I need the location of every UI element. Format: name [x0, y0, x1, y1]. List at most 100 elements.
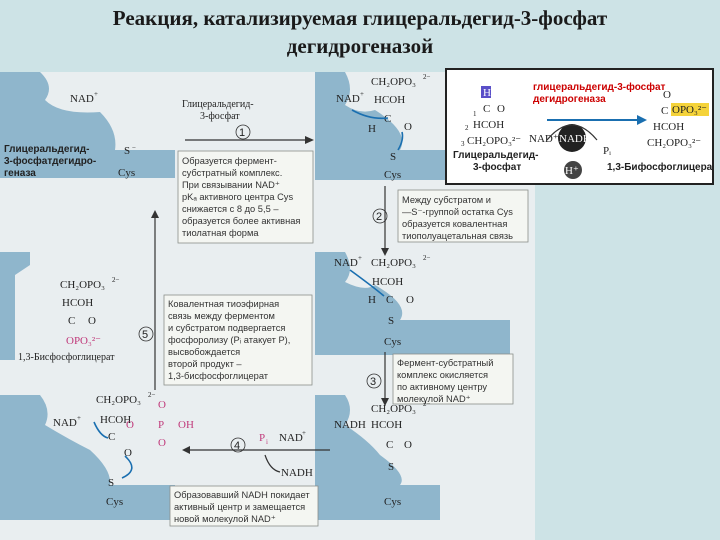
step-3-number: 3	[370, 376, 376, 388]
step-5-number: 5	[142, 329, 148, 341]
nadh-4: NADH	[281, 467, 313, 479]
h-b: H	[368, 123, 376, 135]
nad-charge-a: +	[94, 90, 98, 98]
title-line-1: Реакция, катализируемая глицеральдегид-3…	[112, 6, 608, 30]
arrow-step-3-head	[381, 398, 389, 406]
thiol-arrow-b	[397, 131, 404, 151]
c-product: C	[68, 315, 75, 327]
c-e: C	[108, 431, 115, 443]
hydride-arrow-b	[351, 109, 389, 120]
inset-nad: NAD⁺	[529, 133, 559, 145]
ch2opo3-e: CH₂OPO₃	[96, 394, 141, 406]
box5-line: высвобождается	[168, 347, 240, 357]
nad-label-c: NAD	[334, 257, 358, 269]
arrow-step-5-head	[151, 210, 159, 218]
box3-line: молекулой NAD⁺	[397, 394, 471, 404]
box3-line: Фермент-субстратный	[397, 358, 493, 368]
ch2opo3-charge-e: 2−	[148, 391, 156, 399]
substrate-label-line-1: Глицеральдегид-	[182, 99, 254, 110]
nadh-release-arrow	[264, 454, 281, 473]
box1-line: При связывании NAD⁺	[182, 180, 280, 190]
o-e-link: O	[126, 419, 134, 431]
title-line-2: дегидрогеназой	[286, 34, 434, 58]
cys-label-a: Cys	[118, 167, 135, 179]
inset-ch2opo3-1: CH₂OPO₃²⁻	[467, 135, 521, 147]
s-label-c: S	[388, 315, 394, 327]
substrate-label-line-2: 3-фосфат	[200, 111, 240, 122]
cys-label-b: Cys	[384, 169, 401, 181]
ch2opo3-charge-c: 2−	[423, 254, 431, 262]
inset-opo3: OPO₃²⁻	[672, 104, 707, 116]
box2-line: образуется ковалентная	[402, 219, 507, 229]
nad-label-b: NAD	[336, 93, 360, 105]
s-label-b: S	[390, 151, 396, 163]
box1-line: образуется более активная	[182, 216, 300, 226]
s-charge-a: −	[132, 144, 136, 152]
nad-charge-c: +	[358, 254, 362, 262]
opo3-product: OPO₃²⁻	[66, 335, 101, 347]
inset-pi: Pᵢ	[603, 145, 611, 157]
inset-h: H	[483, 87, 491, 99]
info-box-step-1	[177, 150, 314, 244]
step-3-circle	[366, 373, 382, 389]
nad-label-a: NAD	[70, 93, 94, 105]
s-label-e: S	[108, 477, 114, 489]
o-product: O	[88, 315, 96, 327]
box5-line: Ковалентная тиоэфирная	[168, 299, 279, 309]
c-c: C	[386, 294, 393, 306]
enzyme-label-line-3: геназа	[4, 168, 36, 179]
nad-charge-b: +	[360, 90, 364, 98]
hcoh-e: HCOH	[100, 414, 131, 426]
summary-inset: H C O 1 HCOH 2 CH₂OPO₃²⁻ 3 Глицеральдеги…	[445, 68, 714, 185]
box5-line: фосфоролизу (Pᵢ атакует P),	[168, 335, 290, 345]
nad-plus-4-charge: +	[302, 429, 306, 437]
box1-text: Образуется фермент- субстратный комплекс…	[182, 156, 300, 238]
phosphorolysis-arrow	[121, 455, 133, 479]
inset-o2: O	[663, 89, 671, 101]
s-label-a: S	[124, 145, 130, 157]
step-4-number: 4	[234, 440, 240, 452]
o-e-bottom: O	[158, 437, 166, 449]
inset-n3: 3	[461, 140, 465, 148]
pi-sub-4: i	[266, 438, 268, 446]
step-5-circle	[138, 326, 154, 342]
enzyme-shape-right-top	[315, 72, 445, 180]
h-highlight	[481, 86, 491, 98]
box2-line: —S⁻-группой остатка Cys	[402, 207, 513, 217]
ch2opo3-charge-b: 2−	[423, 73, 431, 81]
arrow-step-4-head	[182, 446, 190, 454]
inset-title-2: дегидрогеназа	[533, 94, 606, 105]
summary-inset-svg: H C O 1 HCOH 2 CH₂OPO₃²⁻ 3 Глицеральдеги…	[453, 81, 712, 179]
nad-plus-4: NAD	[279, 432, 303, 444]
inset-hcoh1: HCOH	[473, 119, 504, 131]
inset-main-arrow-head	[637, 115, 647, 125]
box3-line: по активному центру	[397, 382, 487, 392]
nad-charge-e: +	[77, 414, 81, 422]
inset-left-label-1: Глицеральдегид-	[453, 150, 538, 161]
step-2-number: 2	[376, 211, 382, 223]
enzyme-label-line-1: Глицеральдегид-	[4, 144, 89, 155]
cys-label-e: Cys	[106, 496, 123, 508]
enzyme-shape-right-middle	[315, 252, 510, 355]
arrow-step-2-head	[381, 248, 389, 256]
o-e-carbonyl: O	[124, 447, 132, 459]
ch2opo3-charge-d: 2−	[423, 400, 431, 408]
inset-hplus: H⁺	[565, 165, 579, 177]
box2-line: Между субстратом и	[402, 195, 491, 205]
step-4-circle	[230, 437, 246, 453]
p-e: P	[158, 419, 164, 431]
hplus-circle	[564, 161, 582, 179]
enzyme-shape-left-bottom	[0, 395, 175, 520]
inset-o1: O	[497, 103, 505, 115]
enzyme-shape-left-top	[0, 72, 175, 178]
h-c: H	[368, 294, 376, 306]
box1-line: субстратный комплекс.	[182, 168, 282, 178]
inset-n2: 2	[465, 124, 469, 132]
nadh-label-d: NADH	[334, 419, 366, 431]
oh-e: OH	[178, 419, 194, 431]
inset-hcoh2: HCOH	[653, 121, 684, 133]
box5-line: и субстратом подвергается	[168, 323, 285, 333]
box1-line: снижается с 8 до 5,5 –	[182, 204, 279, 214]
o-d: O	[404, 439, 412, 451]
product-label: 1,3-Бисфосфоглицерат	[18, 352, 115, 363]
